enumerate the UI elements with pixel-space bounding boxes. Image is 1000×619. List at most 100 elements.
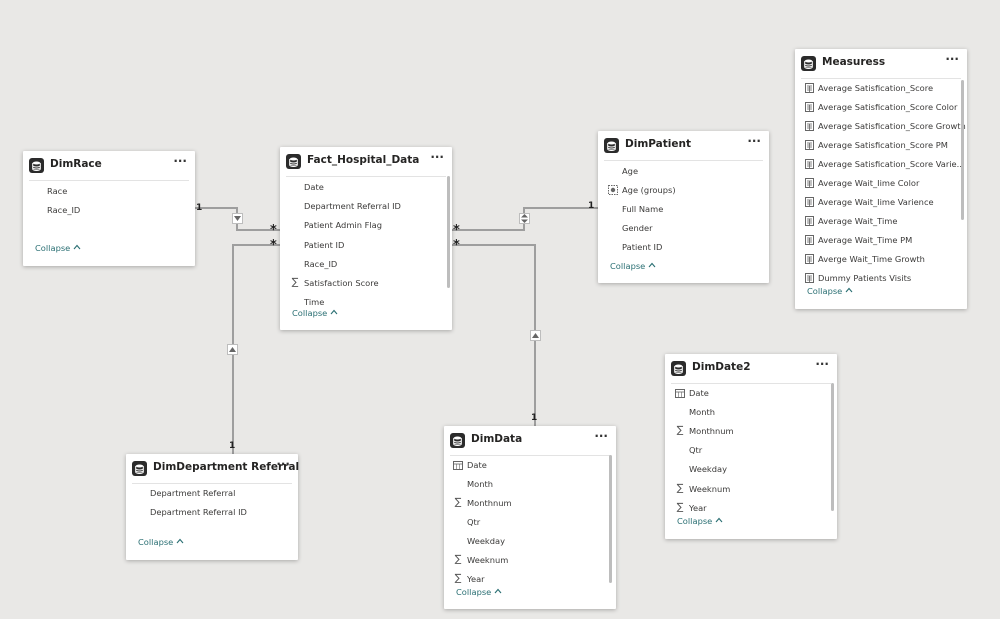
table-title: DimData [471, 433, 523, 445]
more-options-button[interactable]: ··· [747, 134, 761, 148]
field-label: Average Wait_Iime Color [818, 178, 920, 188]
table-card-dimdept[interactable]: DimDepartment Referral··· Department Refe… [126, 454, 299, 560]
header-divider [801, 78, 961, 79]
field-row[interactable]: ∑Weeknum [444, 551, 616, 570]
field-row[interactable]: ∑Year [444, 570, 616, 589]
field-row[interactable]: Average Wait_Time [795, 212, 967, 231]
sigma-icon: ∑ [676, 501, 684, 513]
table-header[interactable]: DimDepartment Referral··· [126, 454, 299, 482]
collapse-button[interactable]: Collapse [610, 261, 656, 271]
table-icon [801, 56, 816, 71]
field-row[interactable]: Time [280, 293, 452, 312]
field-row[interactable]: ∑Year [665, 499, 837, 518]
field-row[interactable]: Patient ID [280, 236, 452, 255]
field-row[interactable]: Month [444, 475, 616, 494]
field-row[interactable]: ∑Monthnum [444, 494, 616, 513]
table-header[interactable]: Fact_Hospital_Data··· [280, 147, 452, 175]
collapse-button[interactable]: Collapse [35, 243, 81, 253]
collapse-button[interactable]: Collapse [677, 516, 723, 526]
relationship-line-dimdata[interactable] [452, 244, 536, 426]
sigma-icon: ∑ [291, 277, 299, 288]
field-row[interactable]: Department Referral ID [280, 197, 452, 216]
field-row[interactable]: Average Satisfication_Score Growth [795, 117, 967, 136]
scrollbar[interactable] [961, 80, 964, 220]
calendar-icon [675, 388, 685, 398]
table-header[interactable]: Measuress··· [795, 49, 967, 77]
collapse-button[interactable]: Collapse [292, 308, 338, 318]
field-row[interactable]: Patient ID [598, 238, 769, 257]
field-row[interactable]: Weekday [665, 460, 837, 479]
field-row[interactable]: Date [444, 456, 616, 475]
field-row[interactable]: Age (groups) [598, 181, 769, 200]
table-header[interactable]: DimData ··· [444, 426, 616, 454]
field-label: Department Referral ID [150, 507, 247, 517]
table-header[interactable]: DimRace··· [23, 151, 195, 179]
field-row[interactable]: Qtr [665, 441, 837, 460]
field-row[interactable]: Full Name [598, 200, 769, 219]
scrollbar[interactable] [831, 383, 834, 511]
field-row[interactable]: Race_ID [280, 255, 452, 274]
field-row[interactable]: Month [665, 403, 837, 422]
field-row[interactable]: Age [598, 162, 769, 181]
filter-direction-icon [232, 213, 243, 224]
more-options-button[interactable]: ··· [815, 357, 829, 371]
field-row[interactable]: Race_ID [23, 201, 195, 220]
collapse-button[interactable]: Collapse [456, 587, 502, 597]
header-divider [450, 455, 610, 456]
more-options-button[interactable]: ··· [173, 154, 187, 168]
filter-direction-icon [227, 344, 238, 355]
field-row[interactable]: ∑Monthnum [665, 422, 837, 441]
field-row[interactable]: Dummy Patients Visits [795, 269, 967, 288]
collapse-label: Collapse [138, 537, 174, 547]
field-row[interactable]: Department Referral ID [126, 503, 298, 522]
more-options-button[interactable]: ··· [430, 150, 444, 164]
more-options-button[interactable]: ··· [945, 52, 959, 66]
field-label: Gender [622, 223, 653, 233]
field-label: Time [304, 297, 325, 308]
sigma-icon: ∑ [454, 554, 462, 565]
field-row[interactable]: Average Wait_Time PM [795, 231, 967, 250]
field-row[interactable]: Weekday [444, 532, 616, 551]
collapse-button[interactable]: Collapse [807, 286, 853, 296]
more-options-button[interactable]: ··· [276, 457, 290, 471]
field-row[interactable]: Average Wait_Iime Color [795, 174, 967, 193]
scrollbar[interactable] [447, 176, 450, 288]
field-row[interactable]: Average Satisfication_Score PM [795, 136, 967, 155]
calculator-icon [804, 197, 814, 207]
field-row[interactable]: Date [665, 384, 837, 403]
relationship-line-dimdept[interactable] [232, 244, 280, 454]
field-row[interactable]: Average Satisfication_Score Varie... [795, 155, 967, 174]
more-options-button[interactable]: ··· [594, 429, 608, 443]
field-row[interactable]: Averge Wait_Time Growth [795, 250, 967, 269]
field-label: Date [304, 182, 324, 192]
calculator-icon [804, 273, 814, 283]
scrollbar[interactable] [609, 455, 612, 583]
field-row[interactable]: Date [280, 178, 452, 197]
sigma-icon: ∑ [676, 482, 684, 494]
table-header[interactable]: DimDate2··· [665, 354, 837, 382]
collapse-button[interactable]: Collapse [138, 537, 184, 547]
table-header[interactable]: DimPatient··· [598, 131, 769, 159]
field-row[interactable]: Average Satisfication_Score Color [795, 98, 967, 117]
cardinality-many-label: * [453, 238, 460, 253]
field-row[interactable]: ∑Weeknum [665, 480, 837, 499]
calculator-icon [804, 159, 814, 169]
field-row[interactable]: ∑Satisfaction Score [280, 274, 452, 293]
field-row[interactable]: Qtr [444, 513, 616, 532]
field-row[interactable]: Race [23, 182, 195, 201]
field-row[interactable]: Average Wait_Iime Varience [795, 193, 967, 212]
field-label: Monthnum [467, 498, 512, 508]
field-row[interactable]: Average Satisfication_Score [795, 79, 967, 98]
field-label: Average Wait_Iime Varience [818, 197, 934, 207]
field-row[interactable]: Gender [598, 219, 769, 238]
field-row[interactable]: Patient Admin Flag [280, 216, 452, 235]
field-label: Qtr [467, 517, 481, 527]
field-row[interactable]: Department Referral [126, 484, 298, 503]
